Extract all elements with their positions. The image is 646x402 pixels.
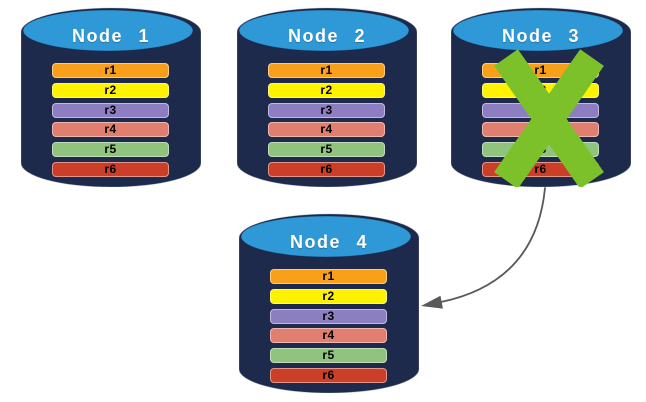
- row-r3: r3: [270, 308, 387, 324]
- row-list: r1 r2 r3 r4 r5 r6: [237, 7, 417, 187]
- row-label: r6: [320, 161, 333, 176]
- row-r5: r5: [52, 142, 169, 157]
- row-label: r5: [320, 142, 333, 156]
- row-label: r1: [320, 63, 333, 77]
- row-r3: r3: [52, 102, 169, 118]
- row-label: r4: [534, 122, 547, 136]
- row-r4: r4: [482, 122, 599, 137]
- node-title: Node 1: [71, 26, 150, 46]
- row-label: r2: [104, 83, 117, 97]
- row-r1: r1: [482, 63, 599, 78]
- row-r5: r5: [268, 142, 385, 157]
- node-title: Node 2: [287, 26, 366, 46]
- row-r2: r2: [268, 83, 385, 98]
- row-r6: r6: [52, 161, 169, 177]
- row-r5: r5: [482, 142, 599, 157]
- row-r1: r1: [270, 269, 387, 284]
- row-label: r6: [322, 367, 335, 382]
- row-label: r2: [322, 289, 335, 303]
- row-label: r4: [322, 328, 335, 342]
- row-label: r4: [104, 122, 117, 136]
- row-r2: r2: [482, 83, 599, 98]
- row-label: r1: [534, 63, 547, 77]
- node-2: Node 2 r1 r2 r3 r4 r5 r6: [237, 7, 417, 187]
- arrowhead-icon: [421, 295, 443, 309]
- row-label: r1: [104, 63, 117, 77]
- row-r4: r4: [52, 122, 169, 137]
- cylinder-top: [238, 9, 410, 52]
- row-r6: r6: [270, 367, 387, 383]
- row-r3: r3: [482, 102, 599, 118]
- row-r2: r2: [52, 83, 169, 98]
- row-label: r5: [322, 348, 335, 362]
- row-r5: r5: [270, 348, 387, 363]
- row-label: r1: [322, 269, 335, 283]
- row-list: r1 r2 r3 r4 r5 r6: [451, 7, 631, 187]
- row-label: r3: [322, 308, 335, 323]
- cylinder-top: [22, 9, 194, 52]
- row-label: r6: [534, 161, 547, 176]
- row-label: r5: [534, 142, 547, 156]
- row-list: r1 r2 r3 r4 r5 r6: [21, 7, 201, 187]
- node-title: Node 4: [289, 232, 368, 252]
- node-4: Node 4 r1 r2 r3 r4 r5 r6: [239, 213, 419, 393]
- row-r3: r3: [268, 102, 385, 118]
- row-label: r4: [320, 122, 333, 136]
- row-label: r2: [534, 83, 547, 97]
- node-1: Node 1 r1 r2 r3 r4 r5 r6: [21, 7, 201, 187]
- arrow-curve: [440, 187, 546, 303]
- node-3: Node 3 r1 r2 r3 r4 r5 r6: [451, 7, 631, 187]
- row-r4: r4: [268, 122, 385, 137]
- row-label: r3: [320, 102, 333, 117]
- row-label: r6: [104, 161, 117, 176]
- node-title: Node 3: [501, 26, 580, 46]
- row-r2: r2: [270, 289, 387, 304]
- row-r6: r6: [268, 161, 385, 177]
- row-label: r2: [320, 83, 333, 97]
- row-r1: r1: [52, 63, 169, 78]
- row-r1: r1: [268, 63, 385, 78]
- row-list: r1 r2 r3 r4 r5 r6: [239, 213, 419, 393]
- row-label: r3: [104, 102, 117, 117]
- cylinder-top: [240, 215, 412, 258]
- row-label: r3: [534, 102, 547, 117]
- row-label: r5: [104, 142, 117, 156]
- row-r4: r4: [270, 328, 387, 343]
- row-r6: r6: [482, 161, 599, 177]
